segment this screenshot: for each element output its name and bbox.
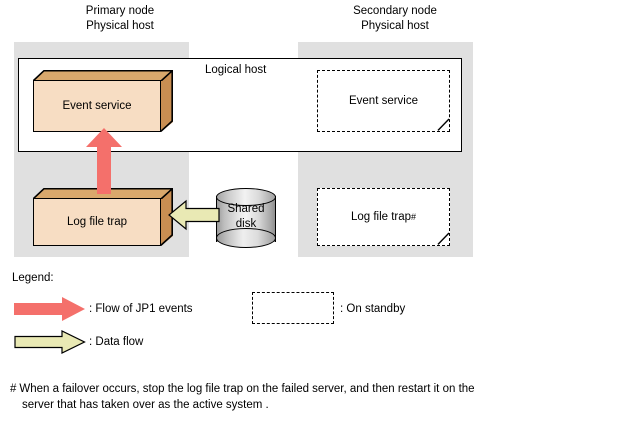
legend-data-flow-label: : Data flow [89,336,143,348]
shared-disk-cylinder: Shared disk [216,188,276,250]
event-service-active-box: Event service [33,70,173,132]
legend-data-flow-text: Data flow [95,336,144,348]
standby-corner-3d-hint-icon [437,118,450,131]
legend-jp1-event-flow-arrow-icon [14,297,85,321]
box-side-face [161,188,173,246]
logical-host-label: Logical host [205,64,267,76]
legend-title: Legend: [12,272,54,284]
legend-flow-jp1-events-text: Flow of JP1 events [95,303,193,315]
legend-colon: : [89,303,93,315]
log-file-trap-standby-box: Log file trap# [317,188,450,246]
legend-colon: : [340,303,344,315]
legend-data-flow-arrow-icon [14,330,86,354]
cylinder-bottom-ellipse [216,228,276,248]
event-service-standby-box: Event service [317,70,450,132]
jp1-event-flow-arrow-up-icon [86,128,122,194]
event-service-active-label: Event service [33,80,161,132]
legend-standby-dashed-box [252,292,334,324]
log-file-trap-active-label: Log file trap [33,198,161,246]
box-side-outline-icon [160,188,173,246]
footnote: #When a failover occurs, stop the log fi… [10,381,600,413]
data-flow-arrow-left-icon [168,199,220,231]
log-file-trap-active-box: Log file trap [33,188,173,246]
log-file-trap-standby-label: Log file trap [350,211,412,223]
secondary-node-caption: Secondary node Physical host [353,5,437,32]
footnote-line-2: server that has taken over as the active… [22,399,269,411]
shared-disk-label: Shared disk [227,203,265,230]
box-side-outline-icon [160,70,173,132]
log-file-trap-footnote-mark: # [411,212,417,222]
cylinder-top-ellipse [216,188,276,206]
legend-colon: : [89,336,93,348]
legend-on-standby-text: On standby [346,303,406,315]
legend-on-standby-label: : On standby [340,303,405,315]
standby-corner-3d-hint-icon [437,232,450,245]
footnote-line-1: When a failover occurs, stop the log fil… [19,383,475,395]
footnote-mark: # [10,383,17,395]
primary-node-caption: Primary node Physical host [85,5,155,32]
event-service-standby-label: Event service [348,95,419,107]
box-side-face [161,70,173,132]
legend-flow-jp1-events-label: : Flow of JP1 events [89,303,193,315]
